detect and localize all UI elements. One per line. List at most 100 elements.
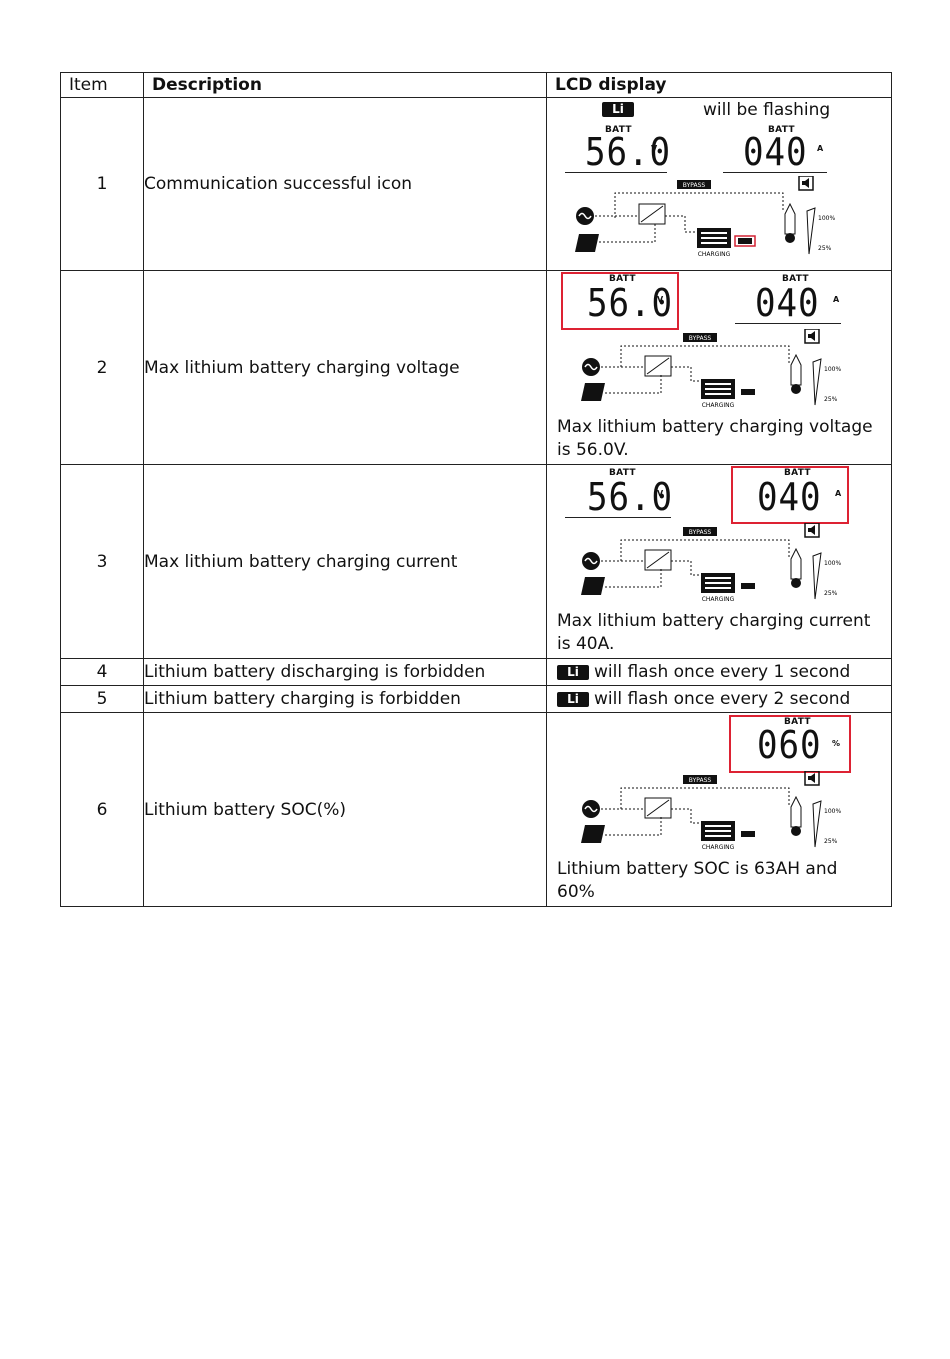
soc-unit: % — [832, 739, 841, 748]
svg-text:100%: 100% — [824, 560, 841, 567]
divider — [723, 172, 827, 173]
item-description: Lithium battery SOC(%) — [143, 712, 547, 907]
item-number: 4 — [60, 658, 144, 686]
flash-note: will be flashing — [703, 100, 831, 120]
header-item: Item — [60, 72, 144, 98]
svg-text:25%: 25% — [824, 396, 838, 403]
li-highlight — [734, 235, 756, 247]
item-description: Max lithium battery charging voltage — [143, 270, 547, 465]
current-readout: 040 — [743, 130, 808, 174]
soc-highlight-box — [729, 715, 851, 773]
item-number: 5 — [60, 685, 144, 713]
table-row: 2 Max lithium battery charging voltage B… — [60, 270, 892, 465]
load-100-label: 100% — [818, 215, 835, 222]
load-25-label: 25% — [818, 245, 832, 252]
lcd-display: Li will be flashing BATT 56.0 V BATT 040… — [547, 98, 890, 270]
item-description: Lithium battery charging is forbidden — [143, 685, 547, 713]
flow-diagram: BYPASS CHARGING — [581, 523, 841, 603]
li-icon: Li — [602, 102, 634, 117]
svg-text:25%: 25% — [824, 838, 838, 845]
item-description: Max lithium battery charging current — [143, 464, 547, 659]
divider — [565, 172, 667, 173]
table-row: 3 Max lithium battery charging current B… — [60, 464, 892, 659]
lcd-caption: Lithium battery SOC is 63AH and — [557, 859, 838, 879]
item-number: 3 — [60, 464, 144, 659]
current-unit: A — [817, 144, 824, 153]
flow-diagram: BYPASS CHARGING — [581, 771, 841, 851]
lcd-caption: is 56.0V. — [557, 440, 629, 460]
svg-text:CHARGING: CHARGING — [702, 844, 735, 851]
batt-label: BATT — [768, 125, 795, 135]
item-number: 1 — [60, 97, 144, 271]
bypass-badge — [677, 180, 711, 189]
voltage-readout: 56.0 — [587, 475, 673, 519]
lcd-caption: 60% — [557, 882, 595, 902]
current-unit: A — [833, 295, 840, 304]
table-row: 1 Communication successful icon Li will … — [60, 97, 892, 271]
batt-label: BATT — [782, 274, 809, 284]
mute-icon — [798, 176, 814, 191]
voltage-unit: V — [651, 144, 658, 153]
table-row: 5 Lithium battery charging is forbidden … — [60, 685, 892, 713]
header-lcd: LCD display — [546, 72, 892, 98]
bypass-label: BYPASS — [683, 182, 706, 189]
lcd-note: will flash once every 2 second — [594, 689, 851, 709]
lcd-caption: Max lithium battery charging voltage — [557, 417, 873, 437]
lcd-inline: Li will flash once every 1 second — [547, 660, 891, 684]
item-description: Lithium battery discharging is forbidden — [143, 658, 547, 686]
batt-label: BATT — [784, 468, 811, 478]
svg-text:BYPASS: BYPASS — [689, 529, 712, 536]
item-description: Communication successful icon — [143, 97, 547, 271]
lcd-caption: Max lithium battery charging current — [557, 611, 871, 631]
lcd-caption: is 40A. — [557, 634, 615, 654]
lcd-cell: BATT 56.0 V BATT 040 A BYPASS — [546, 270, 892, 465]
svg-text:CHARGING: CHARGING — [702, 596, 735, 603]
batt-label: BATT — [609, 274, 636, 284]
header-description: Description — [143, 72, 547, 98]
batt-label: BATT — [609, 468, 636, 478]
lcd-spec-table: Item Description LCD display 1 Communica… — [60, 72, 892, 907]
divider — [735, 323, 841, 324]
flow-diagram: BYPASS CHARGING — [581, 329, 841, 409]
lcd-inline: Li will flash once every 2 second — [547, 687, 891, 711]
lcd-cell: BATT 56.0 V BATT 040 A BYPASS — [546, 464, 892, 659]
voltage-readout: 56.0 — [585, 130, 671, 174]
table-header: Item Description LCD display — [60, 72, 892, 98]
li-icon: Li — [557, 664, 589, 680]
lcd-cell: Li will flash once every 2 second — [546, 685, 892, 713]
lcd-cell: Li will flash once every 1 second — [546, 658, 892, 686]
charging-label: CHARGING — [698, 251, 731, 258]
flow-diagram: BYPASS CHARGING — [575, 176, 835, 258]
batt-label: BATT — [784, 717, 811, 727]
voltage-readout: 56.0 — [587, 281, 673, 325]
batt-label: BATT — [605, 125, 632, 135]
voltage-highlight-box — [561, 272, 679, 330]
table-row: 4 Lithium battery discharging is forbidd… — [60, 658, 892, 686]
bulb-icon — [784, 202, 796, 235]
svg-text:BYPASS: BYPASS — [689, 335, 712, 342]
table-row: 6 Lithium battery SOC(%) BATT 060 % BYPA… — [60, 712, 892, 907]
lcd-display: BATT 56.0 V BATT 040 A BYPASS — [547, 465, 890, 658]
lcd-display: BATT 56.0 V BATT 040 A BYPASS — [547, 271, 890, 464]
divider — [565, 517, 671, 518]
item-number: 6 — [60, 712, 144, 907]
lcd-cell: BATT 060 % BYPASS — [546, 712, 892, 907]
load-level-icon — [806, 207, 816, 255]
lcd-cell: Li will be flashing BATT 56.0 V BATT 040… — [546, 97, 892, 271]
svg-text:25%: 25% — [824, 590, 838, 597]
current-readout: 040 — [757, 475, 822, 519]
voltage-unit: V — [657, 295, 664, 304]
li-icon: Li — [557, 691, 589, 707]
solar-panel-icon — [575, 234, 599, 252]
item-number: 2 — [60, 270, 144, 465]
current-unit: A — [835, 489, 842, 498]
svg-text:100%: 100% — [824, 808, 841, 815]
voltage-unit: V — [657, 489, 664, 498]
svg-text:CHARGING: CHARGING — [702, 402, 735, 409]
current-highlight-box — [731, 466, 849, 524]
lcd-note: will flash once every 1 second — [594, 662, 851, 682]
svg-text:BYPASS: BYPASS — [689, 777, 712, 784]
lcd-display: BATT 060 % BYPASS — [547, 713, 890, 906]
svg-text:100%: 100% — [824, 366, 841, 373]
soc-readout: 060 — [757, 723, 822, 767]
